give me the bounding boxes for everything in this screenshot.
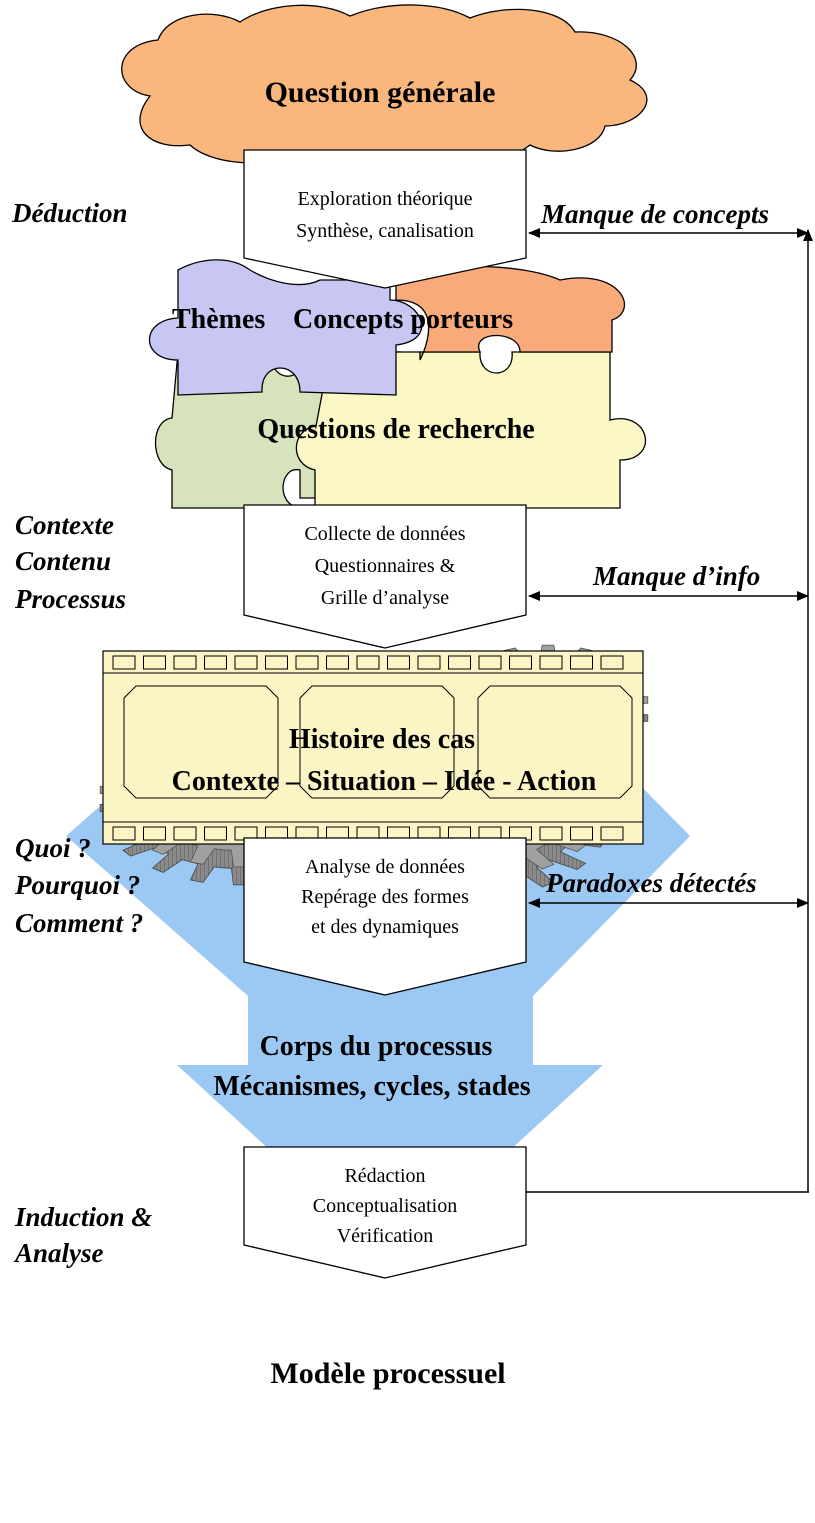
- collecte-line-3: Grille d’analyse: [321, 587, 449, 609]
- feedback-label-concepts: Manque de concepts: [540, 199, 769, 229]
- film-hole: [356, 655, 380, 670]
- label-analyse: Analyse: [13, 1238, 104, 1268]
- film-hole: [143, 655, 166, 670]
- film-hole: [570, 826, 593, 841]
- step-analyse: [243, 837, 527, 996]
- puzzle-questions: Questions de recherche: [257, 414, 534, 445]
- film-hole: [173, 655, 197, 670]
- label-contexte: Contexte: [15, 510, 114, 540]
- label-deduction: Déduction: [11, 198, 128, 228]
- film-hole: [478, 655, 502, 670]
- feedback-label-paradoxes: Paradoxes détectés: [545, 868, 757, 898]
- film-hole: [600, 655, 624, 670]
- analyse-line-3: et des dynamiques: [311, 916, 459, 938]
- film-hole: [509, 655, 532, 670]
- puzzle-themes: Thèmes: [172, 304, 265, 335]
- model-title: Modèle processuel: [270, 1357, 505, 1390]
- feedback-loop: [526, 228, 813, 1193]
- exploration-line-2: Synthèse, canalisation: [296, 220, 474, 242]
- exploration-line-1: Exploration théorique: [298, 188, 473, 210]
- label-induction: Induction &: [14, 1202, 152, 1232]
- label-comment: Comment ?: [15, 908, 143, 938]
- film-subtitle: Contexte – Situation – Idée - Action: [172, 766, 597, 797]
- film-hole: [234, 655, 258, 670]
- collecte-line-1: Collecte de données: [304, 523, 465, 545]
- collecte-line-2: Questionnaires &: [315, 555, 456, 577]
- film-hole: [112, 655, 136, 670]
- analyse-line-1: Analyse de données: [305, 856, 465, 878]
- film-strip: [102, 650, 644, 845]
- film-hole: [417, 655, 441, 670]
- film-hole: [265, 655, 288, 670]
- film-hole: [204, 826, 227, 841]
- film-hole: [539, 655, 563, 670]
- redaction-line-1: Rédaction: [344, 1165, 425, 1187]
- film-frame-1: [123, 685, 279, 799]
- step-exploration: [243, 149, 527, 289]
- step-collecte: [243, 504, 527, 649]
- film-hole: [143, 826, 166, 841]
- film-hole: [173, 826, 197, 841]
- puzzle-piece-blue: [149, 259, 423, 396]
- step-redaction: [243, 1146, 527, 1279]
- label-processus: Processus: [14, 584, 126, 614]
- gears-title: Corps du processus: [260, 1031, 493, 1062]
- label-pourquoi: Pourquoi ?: [14, 870, 140, 900]
- analyse-line-2: Repérage des formes: [301, 886, 469, 908]
- film-hole: [539, 826, 563, 841]
- label-contenu: Contenu: [15, 546, 111, 576]
- redaction-line-3: Vérification: [337, 1225, 434, 1247]
- film-hole: [448, 655, 471, 670]
- film-hole: [326, 655, 349, 670]
- film-hole: [600, 826, 624, 841]
- film-hole: [112, 826, 136, 841]
- film-hole: [295, 655, 319, 670]
- film-hole: [570, 655, 593, 670]
- puzzle-piece-orange: [395, 265, 625, 361]
- puzzle-pieces: [149, 259, 647, 509]
- film-frame-3: [477, 685, 633, 799]
- cloud-title: Question générale: [265, 76, 496, 109]
- film-hole: [387, 655, 410, 670]
- film-hole: [204, 655, 227, 670]
- gears-subtitle: Mécanismes, cycles, stades: [213, 1071, 530, 1102]
- puzzle-concepts: Concepts porteurs: [293, 304, 513, 335]
- film-title: Histoire des cas: [289, 724, 475, 755]
- feedback-label-info: Manque d’info: [592, 561, 760, 591]
- redaction-line-2: Conceptualisation: [313, 1195, 457, 1217]
- label-quoi: Quoi ?: [15, 833, 91, 863]
- film-frame-2: [299, 685, 455, 799]
